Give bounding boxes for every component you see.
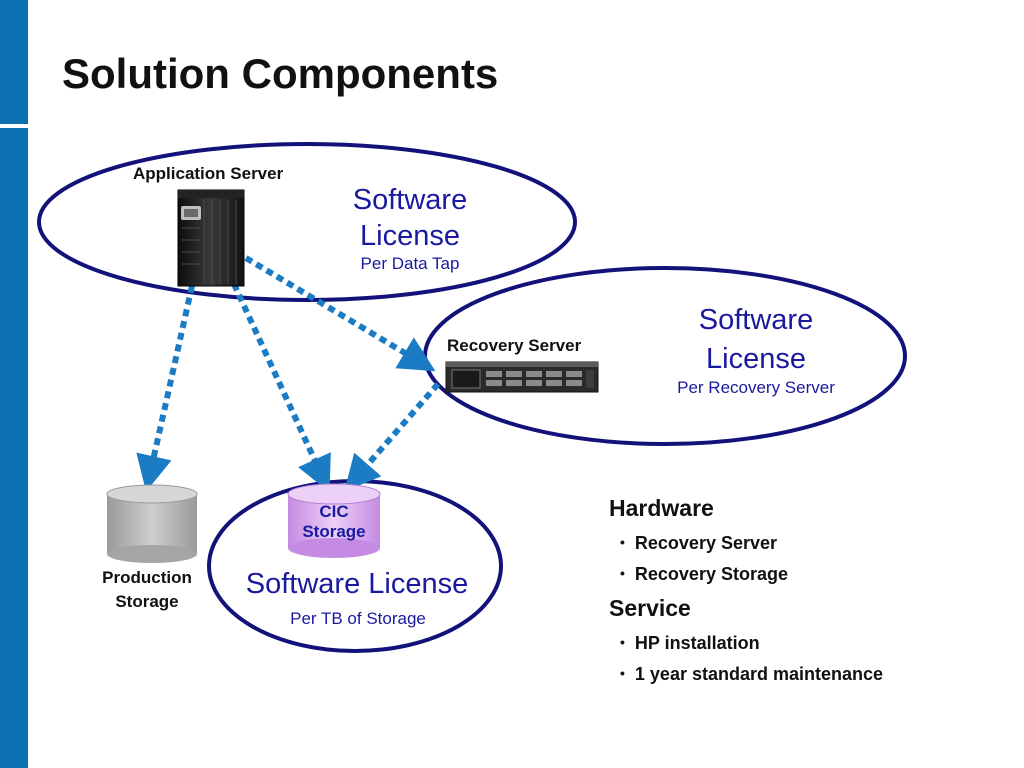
cic-label-line1: CIC xyxy=(319,502,349,521)
recovery-license-text: Software License Per Recovery Server xyxy=(646,300,866,398)
recovery-server-label: Recovery Server xyxy=(447,336,582,355)
hardware-heading: Hardware xyxy=(609,495,714,521)
application-license-text: Software License Per Data Tap xyxy=(320,182,500,274)
hardware-item: •Recovery Server xyxy=(620,533,778,553)
cic-label-line2: Storage xyxy=(302,522,366,541)
slide-title: Solution Components xyxy=(62,50,499,97)
application-server-label: Application Server xyxy=(133,164,284,183)
application-license-line2: License xyxy=(360,220,460,252)
arrow-app-to-production xyxy=(136,285,195,492)
application-license-line1: Software xyxy=(352,184,468,216)
arrow-recovery-to-cic xyxy=(344,382,441,492)
application-license-sub: Per Data Tap xyxy=(360,254,460,273)
production-storage-cylinder xyxy=(106,484,198,563)
service-item: •1 year standard maintenance xyxy=(620,664,884,684)
service-item: •HP installation xyxy=(620,633,760,653)
production-label-line2: Storage xyxy=(115,592,179,611)
service-heading: Service xyxy=(609,595,691,621)
recovery-license-line1: Software xyxy=(698,304,814,336)
application-license-ellipse xyxy=(37,142,577,302)
cic-license-text: Software License xyxy=(245,568,469,600)
arrow-app-to-recovery xyxy=(244,255,436,372)
arrow-app-to-cic xyxy=(231,282,331,493)
cic-license-sub: Per TB of Storage xyxy=(290,609,426,628)
application-server-icon xyxy=(177,189,245,287)
recovery-license-sub: Per Recovery Server xyxy=(677,378,835,397)
production-storage-label: Production Storage xyxy=(82,566,212,614)
data-flow-arrows xyxy=(136,255,441,493)
recovery-server-icon xyxy=(445,361,599,393)
cic-storage-label: CIC Storage xyxy=(284,502,384,542)
hardware-item: •Recovery Storage xyxy=(620,564,788,584)
sidebar-divider xyxy=(0,124,28,128)
production-label-line1: Production xyxy=(102,568,192,587)
sidebar-accent-bar xyxy=(0,0,28,768)
cic-storage-cylinder xyxy=(287,483,381,558)
recovery-license-line2: License xyxy=(706,343,806,375)
